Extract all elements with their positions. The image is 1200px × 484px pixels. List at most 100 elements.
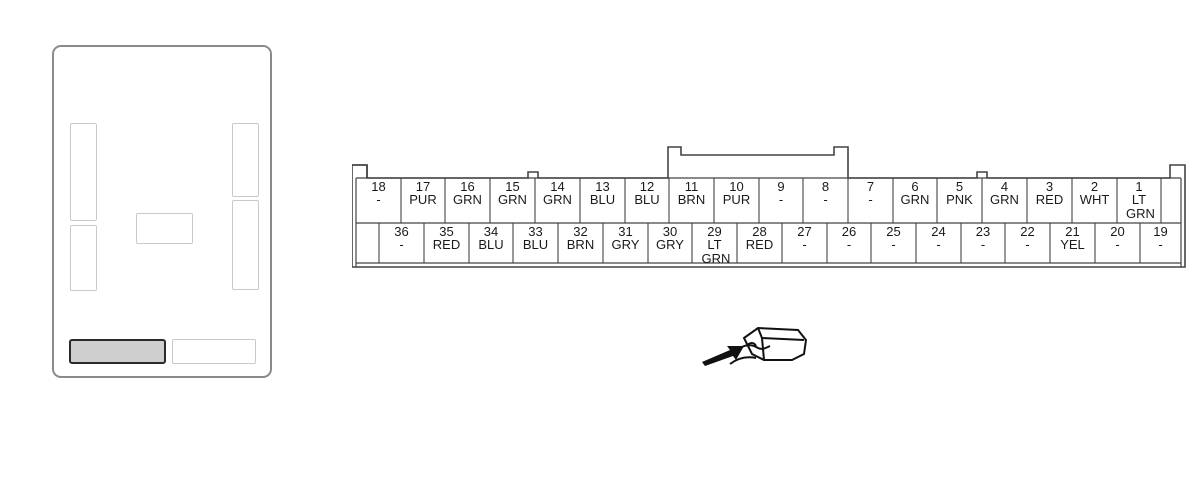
wire-color: - [778, 192, 784, 207]
pin-number: 25 [886, 224, 901, 239]
pin-number: 24 [931, 224, 946, 239]
pin-number: 12 [639, 179, 655, 194]
wire-color: - [1158, 237, 1163, 252]
wire-color: - [399, 237, 404, 252]
wire-color: BLU [478, 237, 504, 252]
locator-slot-highlighted-connector [69, 339, 166, 364]
wire-color: RED [1035, 192, 1064, 207]
wire-color: BRN [566, 237, 595, 252]
pin-number: 34 [483, 224, 499, 239]
pin-number: 11 [684, 179, 699, 194]
pin-number: 5 [955, 179, 964, 194]
pin-number: 19 [1153, 224, 1168, 239]
wire-color: PNK [946, 192, 973, 207]
pin-36: 36- [379, 225, 424, 251]
component-locator-panel [52, 45, 272, 378]
wire-color: GRN [498, 192, 527, 207]
pin-27: 27- [782, 225, 827, 251]
locator-slot-bottom-right [172, 339, 256, 364]
pin-9: 9- [759, 180, 803, 206]
pin-number: 9 [777, 179, 785, 194]
wire-color: WHT [1079, 192, 1110, 207]
wire-color: PUR [722, 192, 751, 207]
pin-number: 2 [1090, 179, 1099, 194]
pin-19: 19- [1140, 225, 1181, 251]
wire-color: GRN [543, 192, 572, 207]
pin-number: 14 [550, 179, 565, 194]
wire-color: YEL [1060, 237, 1085, 252]
locator-slot-left-upper [70, 123, 97, 221]
pin-26: 26- [827, 225, 871, 251]
wire-color: - [802, 237, 807, 252]
wire-color: LT GRN [1126, 192, 1155, 221]
pin-number: 3 [1045, 179, 1054, 194]
pin-number: 8 [821, 179, 830, 194]
pin-number: 32 [573, 224, 588, 239]
pin-22: 22- [1005, 225, 1050, 251]
wire-color: BLU [634, 192, 660, 207]
pin-number: 16 [460, 179, 475, 194]
locator-slot-left-lower [70, 225, 97, 291]
pin-20: 20- [1095, 225, 1140, 251]
pin-number: 33 [528, 224, 543, 239]
locator-slot-right-lower [232, 200, 259, 290]
pin-number: 29 [707, 224, 722, 239]
wire-color: - [891, 237, 896, 252]
wire-color: LT GRN [701, 237, 731, 266]
locator-slot-right-upper [232, 123, 259, 197]
wire-color: BRN [677, 192, 706, 207]
connector-outline [352, 146, 1186, 268]
pin-number: 18 [371, 179, 386, 194]
pin-number: 13 [595, 179, 610, 194]
wire-color: - [823, 192, 828, 207]
pin-number: 20 [1110, 224, 1125, 239]
wire-color: PUR [409, 192, 437, 207]
wire-color: BLU [589, 192, 616, 207]
pin-7: 7- [848, 180, 893, 206]
pin-25: 25- [871, 225, 916, 251]
wire-color: GRY [656, 237, 684, 252]
wire-color: RED [745, 237, 774, 252]
pin-8: 8- [803, 180, 848, 206]
wire-color: GRN [900, 192, 930, 207]
pin-number: 22 [1020, 224, 1035, 239]
wire-color: - [1115, 237, 1120, 252]
pin-18: 18- [356, 180, 401, 206]
pin-number: 7 [866, 179, 875, 194]
pin-number: 28 [752, 224, 767, 239]
wire-color: - [980, 237, 986, 252]
pin-number: 36 [394, 224, 409, 239]
pin-number: 6 [911, 179, 919, 194]
pin-number: 31 [618, 224, 633, 239]
wire-color: - [846, 237, 852, 252]
wire-color: RED [432, 237, 461, 252]
pin-24: 24- [916, 225, 961, 251]
pin-number: 10 [729, 179, 744, 194]
wire-color: GRN [990, 192, 1019, 207]
pin-number: 23 [975, 224, 991, 239]
pin-number: 27 [797, 224, 812, 239]
wire-color: - [1025, 237, 1030, 252]
pin-number: 15 [505, 179, 520, 194]
pin-number: 17 [415, 179, 431, 194]
